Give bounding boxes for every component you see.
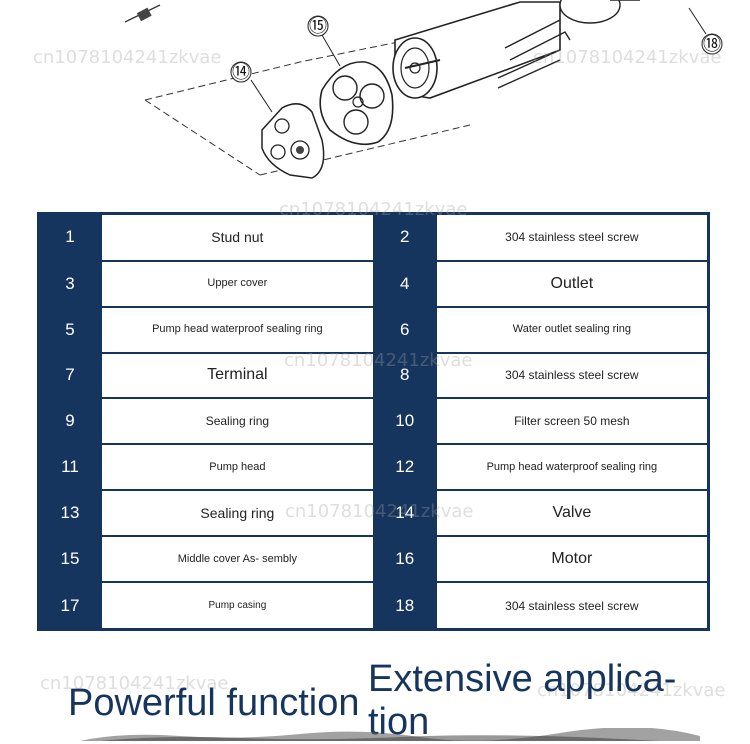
part-number-cell: 17: [37, 581, 102, 631]
part-name-cell: Upper cover: [100, 259, 375, 308]
part-name-cell: 304 stainless steel screw: [434, 212, 710, 262]
part-number-cell: 9: [37, 397, 102, 446]
heading-powerful-function: Powerful function: [68, 682, 360, 724]
part-number-cell: 1: [37, 212, 102, 262]
part-name-cell: Middle cover As- sembly: [100, 535, 375, 584]
heading-extensive-application: Extensive applica- tion: [368, 658, 677, 743]
callout-14: ⑭: [232, 62, 250, 82]
part-number-cell: 8: [372, 351, 437, 400]
part-number-cell: 4: [372, 259, 437, 308]
part-name-cell: Filter screen 50 mesh: [434, 397, 710, 446]
part-name-cell: Pump head: [100, 443, 375, 492]
part-name-cell: Pump head waterproof sealing ring: [100, 305, 375, 354]
middle-cover-drawing: [319, 61, 394, 146]
part-number-cell: 7: [37, 351, 102, 400]
callout-18: ⑱: [703, 34, 721, 54]
motor-drawing: [392, 0, 640, 99]
ink-brush-strip: [80, 728, 700, 741]
part-name-cell: Motor: [434, 535, 710, 584]
part-number-cell: 11: [37, 443, 102, 492]
part-number-cell: 2: [372, 212, 437, 262]
part-number-cell: 10: [372, 397, 437, 446]
part-number-cell: 13: [37, 489, 102, 538]
pump-head-drawing: [261, 103, 325, 179]
part-number-cell: 15: [37, 535, 102, 584]
part-name-cell: Stud nut: [100, 212, 375, 262]
part-number-cell: 6: [372, 305, 437, 354]
part-name-cell: Valve: [434, 489, 710, 538]
exploded-view-diagram: [124, 0, 723, 179]
part-name-cell: Water outlet sealing ring: [434, 305, 710, 354]
part-number-cell: 16: [372, 535, 437, 584]
part-number-cell: 18: [372, 581, 437, 631]
callout-15: ⑮: [309, 16, 327, 36]
part-name-cell: Pump casing: [100, 581, 375, 631]
part-name-cell: Outlet: [434, 259, 710, 308]
part-number-cell: 5: [37, 305, 102, 354]
part-number-cell: 3: [37, 259, 102, 308]
part-name-cell: 304 stainless steel screw: [434, 581, 710, 631]
part-number-cell: 14: [372, 489, 437, 538]
part-name-cell: Sealing ring: [100, 397, 375, 446]
part-name-cell: Sealing ring: [100, 489, 375, 538]
part-name-cell: Pump head waterproof sealing ring: [434, 443, 710, 492]
part-name-cell: Terminal: [100, 351, 375, 400]
part-name-cell: 304 stainless steel screw: [434, 351, 710, 400]
part-number-cell: 12: [372, 443, 437, 492]
